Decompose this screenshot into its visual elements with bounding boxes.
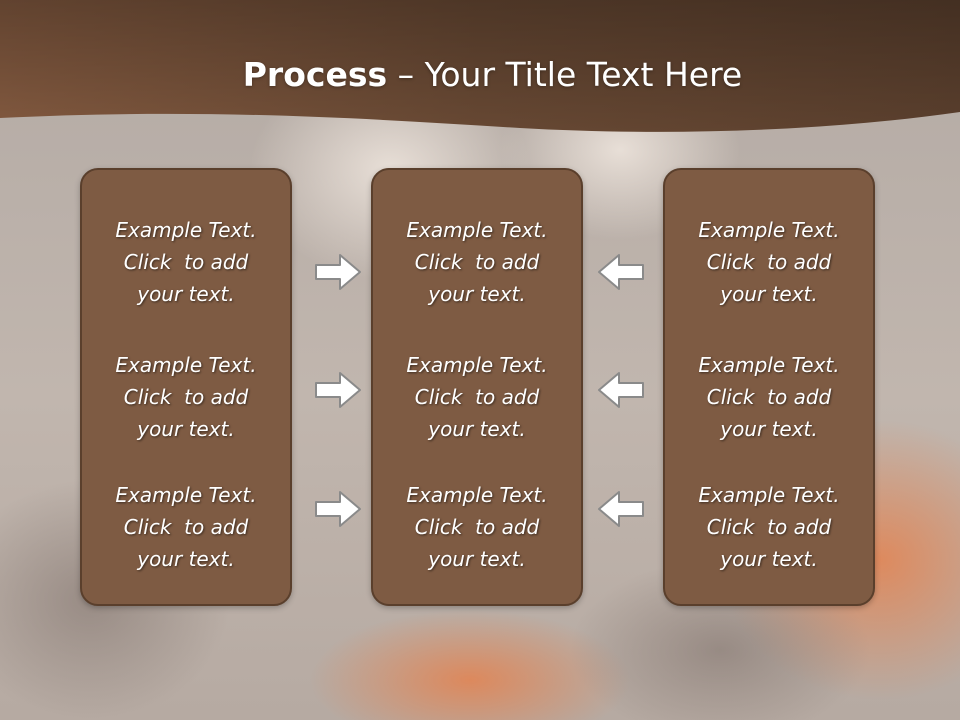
text-line: Example Text. bbox=[115, 353, 257, 377]
arrow-right-icon[interactable] bbox=[314, 489, 362, 529]
text-line: your text. bbox=[720, 417, 818, 441]
text-line: your text. bbox=[720, 282, 818, 306]
text-line: Click to add bbox=[414, 250, 540, 274]
text-line: Click to add bbox=[414, 385, 540, 409]
process-box-right[interactable]: Example Text. Click to add your text. Ex… bbox=[663, 168, 875, 606]
text-line: Example Text. bbox=[698, 353, 840, 377]
text-block[interactable]: Example Text. Click to add your text. bbox=[82, 349, 290, 445]
text-block[interactable]: Example Text. Click to add your text. bbox=[373, 349, 581, 445]
text-line: your text. bbox=[428, 417, 526, 441]
title-rest: – Your Title Text Here bbox=[387, 55, 743, 94]
title-band bbox=[0, 0, 960, 132]
text-block[interactable]: Example Text. Click to add your text. bbox=[665, 479, 873, 575]
title-bold: Process bbox=[242, 55, 388, 94]
arrow-left-icon[interactable] bbox=[597, 370, 645, 410]
text-line: Example Text. bbox=[406, 218, 548, 242]
arrow-right-icon[interactable] bbox=[314, 370, 362, 410]
text-line: your text. bbox=[428, 282, 526, 306]
text-block[interactable]: Example Text. Click to add your text. bbox=[665, 349, 873, 445]
text-block[interactable]: Example Text. Click to add your text. bbox=[82, 214, 290, 310]
text-line: your text. bbox=[137, 547, 235, 571]
arrow-left-icon[interactable] bbox=[597, 252, 645, 292]
process-box-left[interactable]: Example Text. Click to add your text. Ex… bbox=[80, 168, 292, 606]
text-block[interactable]: Example Text. Click to add your text. bbox=[373, 479, 581, 575]
text-line: Click to add bbox=[706, 515, 832, 539]
text-line: Example Text. bbox=[406, 483, 548, 507]
text-line: Click to add bbox=[123, 250, 249, 274]
text-line: your text. bbox=[137, 282, 235, 306]
text-block[interactable]: Example Text. Click to add your text. bbox=[82, 479, 290, 575]
slide-title[interactable]: Process – Your Title Text Here bbox=[0, 52, 960, 98]
text-block[interactable]: Example Text. Click to add your text. bbox=[665, 214, 873, 310]
text-line: Example Text. bbox=[115, 483, 257, 507]
text-line: your text. bbox=[137, 417, 235, 441]
text-line: Click to add bbox=[123, 515, 249, 539]
text-line: Example Text. bbox=[406, 353, 548, 377]
arrow-left-icon[interactable] bbox=[597, 489, 645, 529]
text-line: Click to add bbox=[414, 515, 540, 539]
text-line: Example Text. bbox=[698, 483, 840, 507]
arrow-right-icon[interactable] bbox=[314, 252, 362, 292]
process-box-center[interactable]: Example Text. Click to add your text. Ex… bbox=[371, 168, 583, 606]
text-block[interactable]: Example Text. Click to add your text. bbox=[373, 214, 581, 310]
text-line: your text. bbox=[720, 547, 818, 571]
text-line: Click to add bbox=[706, 385, 832, 409]
text-line: your text. bbox=[428, 547, 526, 571]
text-line: Example Text. bbox=[698, 218, 840, 242]
text-line: Example Text. bbox=[115, 218, 257, 242]
text-line: Click to add bbox=[706, 250, 832, 274]
text-line: Click to add bbox=[123, 385, 249, 409]
